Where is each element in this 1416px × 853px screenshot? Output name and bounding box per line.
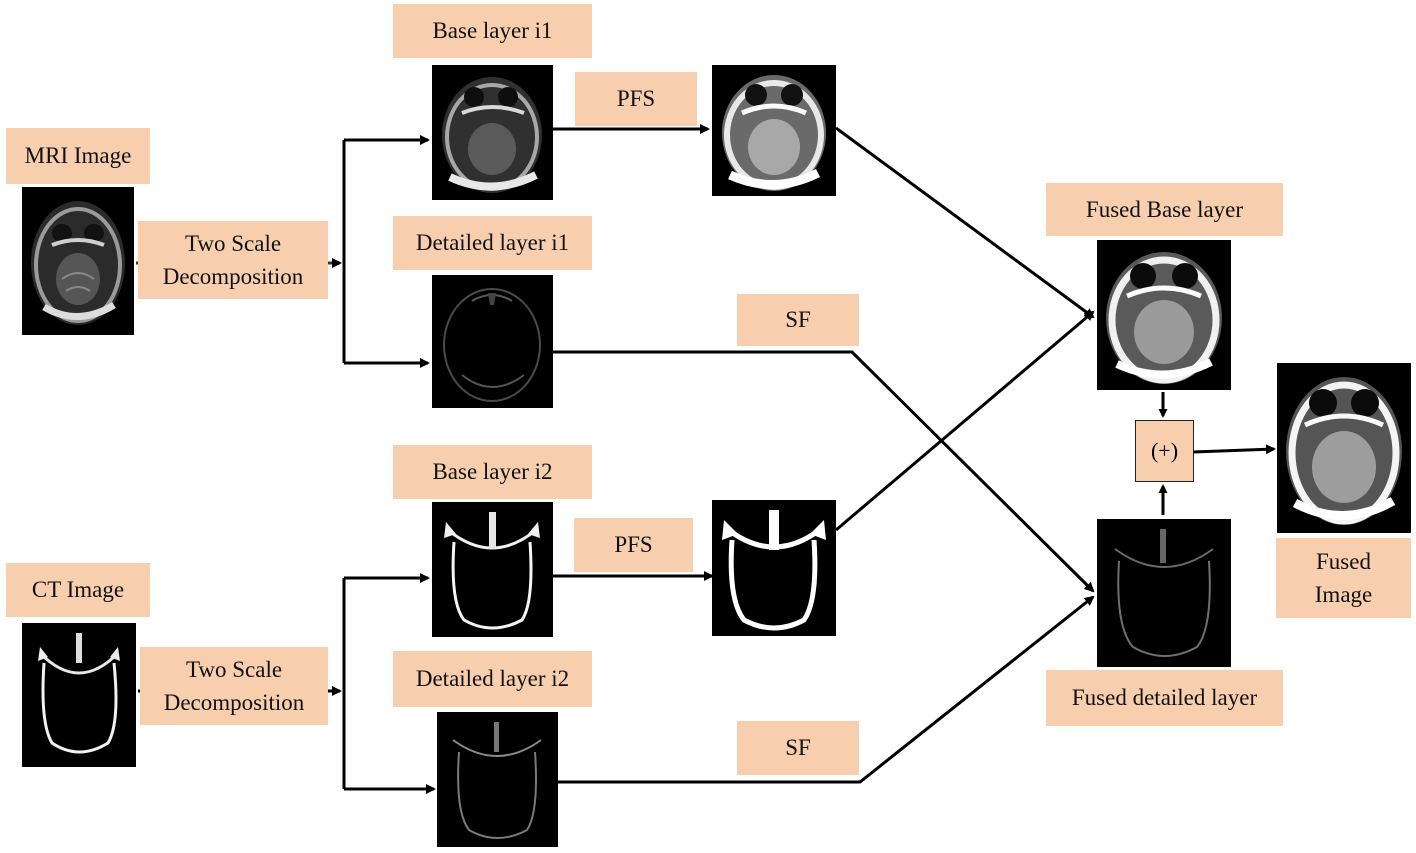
decomposition-label-ct: Two Scale Decomposition [140, 647, 328, 725]
base-layer-i1-image [432, 65, 553, 200]
decomposition-label-mri: Two Scale Decomposition [138, 221, 328, 299]
mri-input-image [22, 187, 134, 335]
fused-detailed-layer-image [1097, 519, 1231, 667]
pfs-label-2: PFS [574, 518, 693, 572]
fused-image-label-line2: Image [1314, 582, 1373, 607]
plus-operator: (+) [1135, 420, 1194, 482]
pfs-i2-output-image [712, 500, 836, 636]
decomposition-label-ct-line1: Two Scale [185, 656, 283, 682]
detailed-layer-i2-image [437, 712, 558, 847]
fused-image-label: Fused Image [1276, 538, 1411, 618]
base-layer-i2-label: Base layer i2 [393, 445, 592, 499]
detailed-layer-i1-image [432, 275, 553, 408]
fused-base-layer-label: Fused Base layer [1046, 183, 1283, 236]
pfs-i1-output-image [712, 65, 836, 196]
base-layer-i1-label: Base layer i1 [393, 4, 592, 58]
base-layer-i2-image [432, 502, 553, 637]
fused-detailed-layer-label: Fused detailed layer [1046, 670, 1283, 726]
arrow-detail-i1-fused-detail [553, 350, 1095, 593]
decomposition-label-ct-line2: Decomposition [163, 690, 305, 715]
detailed-layer-i1-label: Detailed layer i1 [393, 216, 592, 270]
fused-image-label-line1: Fused [1316, 548, 1371, 574]
fused-base-layer-image [1097, 240, 1231, 390]
sf-label-2: SF [737, 721, 859, 775]
arrow-plus-fused-image [1192, 444, 1276, 455]
detailed-layer-i2-label: Detailed layer i2 [393, 651, 592, 707]
ct-input-image [22, 623, 136, 767]
arrow-detail-i2-fused-detail [558, 595, 1095, 784]
fused-output-image [1277, 363, 1411, 533]
mri-image-label: MRI Image [6, 128, 150, 184]
ct-image-label: CT Image [6, 563, 150, 617]
decomposition-label-mri-line1: Two Scale [184, 230, 282, 256]
pfs-label-1: PFS [575, 72, 697, 126]
decomposition-label-mri-line2: Decomposition [162, 264, 304, 289]
sf-label-1: SF [737, 294, 859, 346]
arrow-pfs-i1-fused-base [835, 126, 1095, 319]
arrow-pfs-i2-fused-base [835, 310, 1095, 532]
